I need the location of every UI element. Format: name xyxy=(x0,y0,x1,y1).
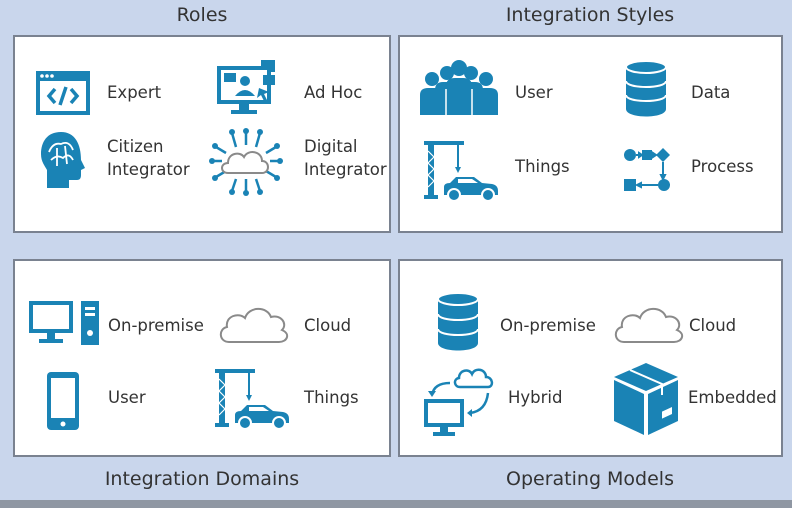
domain-user-label: User xyxy=(108,388,146,407)
process-flow-icon xyxy=(622,145,672,195)
operating-models-heading: Operating Models xyxy=(506,468,674,490)
roles-heading: Roles xyxy=(176,4,228,26)
style-things-label: Things xyxy=(515,157,570,176)
box-icon xyxy=(612,361,680,437)
role-adhoc-label: Ad Hoc xyxy=(304,83,363,102)
desktop-computer-icon xyxy=(27,299,101,347)
operating-models-panel: On-premise Cloud Hybrid xyxy=(398,259,783,457)
integration-domains-panel: On-premise Cloud User xyxy=(13,259,391,457)
domain-things-label: Things xyxy=(304,388,359,407)
integration-domains-heading: Integration Domains xyxy=(104,468,300,490)
cloud-network-icon xyxy=(208,127,284,197)
model-onpremise-label: On-premise xyxy=(500,316,596,335)
crane-car-icon xyxy=(213,365,293,431)
model-embedded-label: Embedded xyxy=(688,388,777,407)
role-citizen-integrator-label: Citizen Integrator xyxy=(107,137,190,179)
brain-head-icon xyxy=(39,130,87,190)
domain-onpremise-label: On-premise xyxy=(108,316,204,335)
hybrid-sync-icon xyxy=(422,365,498,437)
database-icon xyxy=(624,59,668,117)
style-data-label: Data xyxy=(691,83,731,102)
domain-cloud-label: Cloud xyxy=(304,316,352,335)
model-hybrid-label: Hybrid xyxy=(508,388,563,407)
integration-styles-panel: User Data Things xyxy=(398,35,783,233)
bottom-strip xyxy=(0,500,792,508)
user-group-icon xyxy=(418,59,500,117)
model-cloud-label: Cloud xyxy=(689,316,737,335)
code-window-icon xyxy=(35,70,91,116)
monitor-user-icon xyxy=(215,58,279,116)
style-process-label: Process xyxy=(691,157,754,176)
crane-car-icon xyxy=(422,137,502,203)
database-icon xyxy=(436,291,480,351)
style-user-label: User xyxy=(515,83,553,102)
role-expert-label: Expert xyxy=(107,83,162,102)
roles-panel: Expert Ad Hoc Citizen Integrator xyxy=(13,35,391,233)
integration-styles-heading: Integration Styles xyxy=(505,4,675,26)
role-digital-integrator-label: Digital Integrator xyxy=(304,137,387,179)
cloud-outline-icon xyxy=(215,302,291,346)
mobile-phone-icon xyxy=(46,371,80,431)
cloud-outline-icon xyxy=(610,302,686,346)
